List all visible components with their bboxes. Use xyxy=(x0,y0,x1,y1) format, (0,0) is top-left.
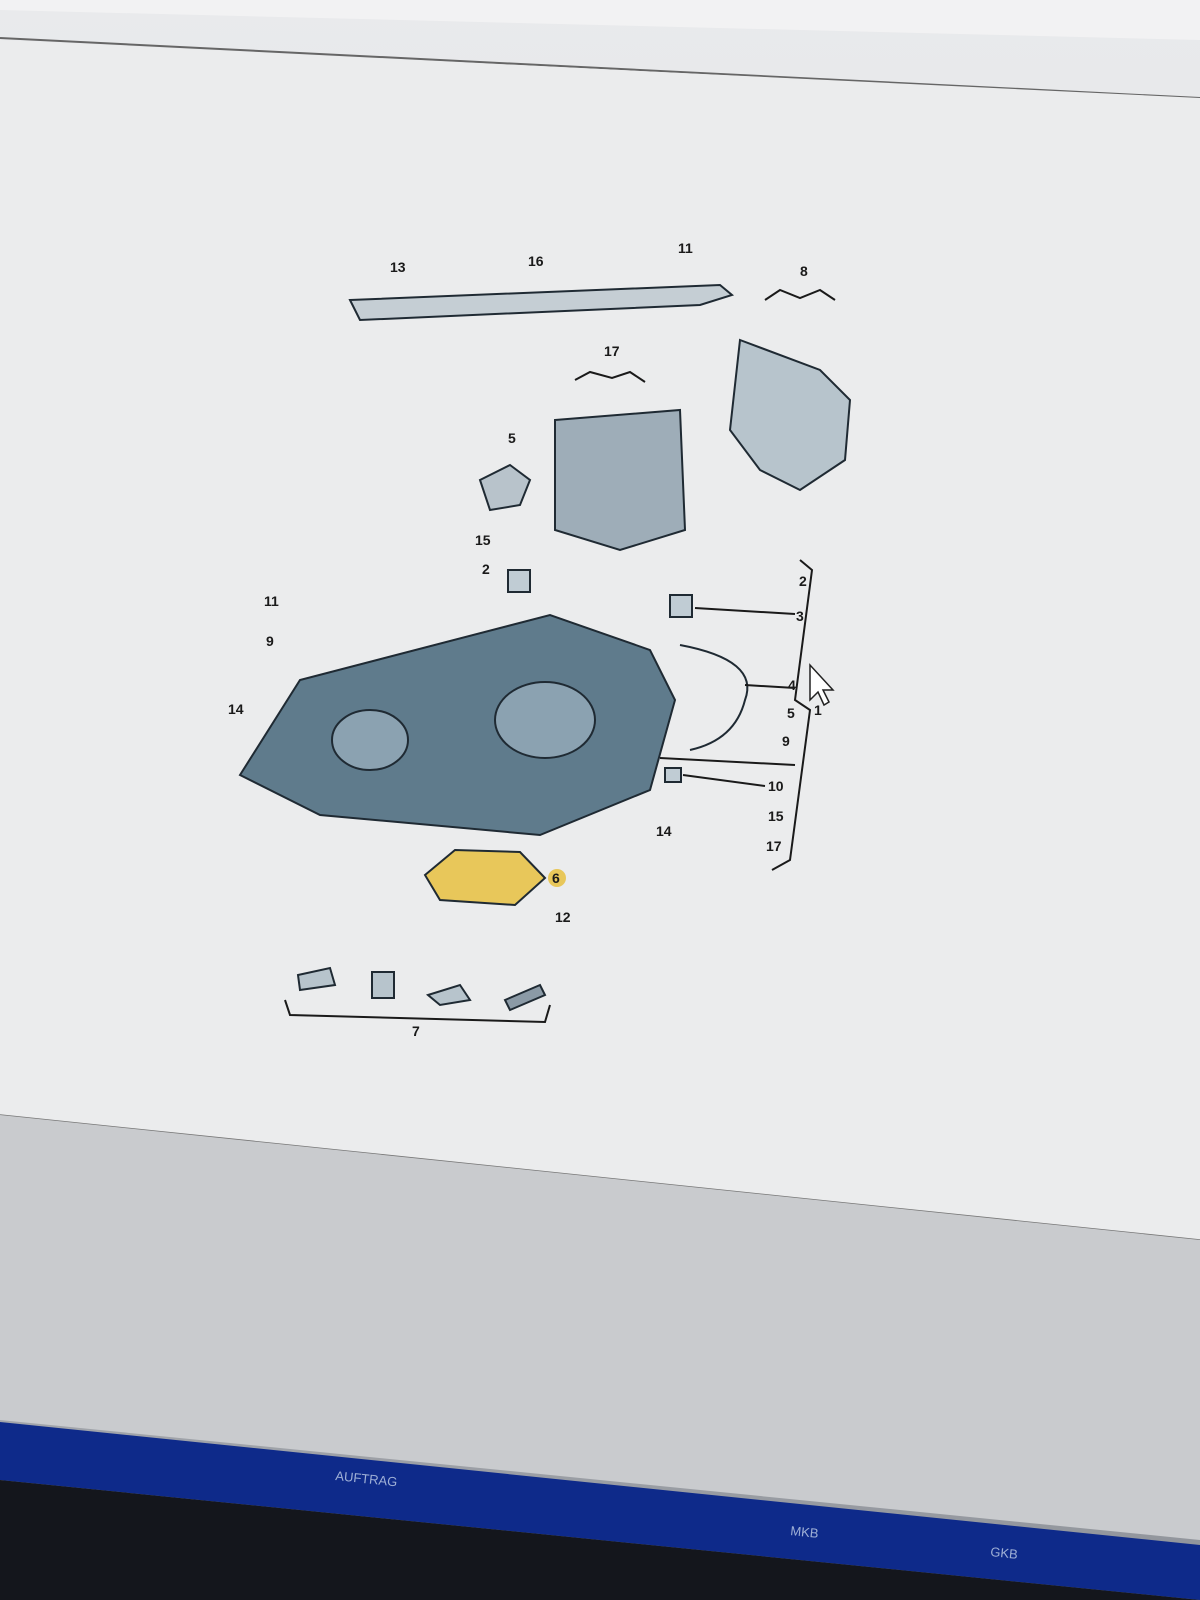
part-7-repair-tab-d xyxy=(503,983,547,1012)
callout-9[interactable]: 9 xyxy=(266,633,274,649)
parts-diagram xyxy=(238,283,852,1012)
leader-lines xyxy=(284,288,836,1024)
callout-8[interactable]: 8 xyxy=(800,263,808,279)
tab-auftrag[interactable]: AUFTRAG xyxy=(335,1468,398,1489)
callout-17[interactable]: 17 xyxy=(604,343,620,359)
part-2-adjuster xyxy=(507,569,531,593)
callout-1[interactable]: 1 xyxy=(814,702,822,718)
bottom-nav-bar xyxy=(0,1422,1200,1600)
callout-right-4[interactable]: 4 xyxy=(788,677,796,693)
callout-6[interactable]: 6 xyxy=(552,870,560,886)
part-7-repair-tab-b xyxy=(371,971,395,999)
callout-15[interactable]: 15 xyxy=(475,532,491,548)
callout-right-15[interactable]: 15 xyxy=(768,808,784,824)
callout-14-right[interactable]: 14 xyxy=(656,823,672,839)
monitor-bezel xyxy=(0,1480,1200,1600)
callout-12[interactable]: 12 xyxy=(555,909,571,925)
callout-right-2[interactable]: 2 xyxy=(799,573,807,589)
callout-right-17[interactable]: 17 xyxy=(766,838,782,854)
part-4-seal xyxy=(679,644,749,751)
callout-11[interactable]: 11 xyxy=(678,240,693,256)
part-6-control-unit xyxy=(423,848,547,907)
part-10-clip xyxy=(664,767,682,783)
tab-gkb[interactable]: GKB xyxy=(990,1544,1019,1562)
callout-14[interactable]: 14 xyxy=(228,701,244,717)
callout-right-10[interactable]: 10 xyxy=(768,778,784,794)
callout-5[interactable]: 5 xyxy=(508,430,516,446)
callout-2[interactable]: 2 xyxy=(482,561,490,577)
callout-labels: 13 16 11 8 17 5 15 2 11 9 14 2 3 4 5 1 9… xyxy=(228,240,822,1039)
window-top-strip xyxy=(0,0,1200,40)
callout-6-highlight xyxy=(548,869,566,887)
part-16-bracket xyxy=(348,283,735,322)
mouse-cursor-icon xyxy=(809,663,835,707)
lower-panel xyxy=(0,1115,1200,1540)
part-7-repair-tab-a xyxy=(296,966,337,992)
callout-16[interactable]: 16 xyxy=(528,253,544,269)
divider-top xyxy=(0,37,1200,99)
headlight-projector-right xyxy=(494,681,596,759)
callout-7[interactable]: 7 xyxy=(412,1023,420,1039)
part-7-repair-tab-c xyxy=(425,983,472,1007)
callout-13[interactable]: 13 xyxy=(390,259,406,275)
callout-11-left[interactable]: 11 xyxy=(264,593,279,609)
part-3-adjuster xyxy=(669,594,693,618)
tab-mkb[interactable]: MKB xyxy=(790,1523,820,1541)
callout-right-3[interactable]: 3 xyxy=(796,608,804,624)
callout-right-9[interactable]: 9 xyxy=(782,733,790,749)
part-17-module xyxy=(554,408,687,552)
part-8-cover xyxy=(728,338,852,492)
callout-right-5[interactable]: 5 xyxy=(787,705,795,721)
headlight-projector-left xyxy=(331,709,409,771)
part-1-headlight xyxy=(238,613,677,837)
part-5-motor xyxy=(478,463,532,512)
